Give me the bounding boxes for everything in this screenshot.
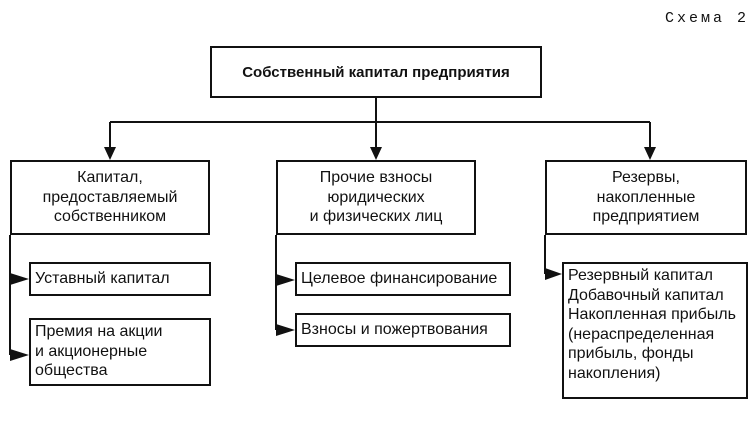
arrow-right-col1-item1 — [10, 273, 29, 285]
leaf-node-label: Взносы и пожертвования — [301, 321, 488, 339]
column-header-label: Прочие взносы юридических и физических л… — [309, 169, 443, 226]
column-header-owner-capital: Капитал, предоставляемый собственником — [10, 160, 210, 235]
arrow-down-col2 — [370, 147, 382, 160]
leaf-node-target-financing: Целевое финансирование — [295, 262, 511, 296]
leaf-node-label: Целевое финансирование — [301, 270, 498, 288]
leaf-node-reserve-capital-list: Резервный капитал Добавочный капитал Нак… — [562, 262, 748, 399]
arrow-right-col2-item1 — [276, 274, 295, 286]
column-header-other-contributions: Прочие взносы юридических и физических л… — [276, 160, 476, 235]
arrow-down-col1 — [104, 147, 116, 160]
leaf-node-label: Резервный капитал Добавочный капитал Нак… — [568, 267, 736, 382]
column-header-reserves: Резервы, накопленные предприятием — [545, 160, 747, 235]
arrow-right-col2-item2 — [276, 324, 295, 336]
leaf-node-donations: Взносы и пожертвования — [295, 313, 511, 347]
leaf-node-share-premium: Премия на акции и акционерные общества — [29, 318, 211, 386]
column-header-label: Капитал, предоставляемый собственником — [42, 169, 178, 226]
leaf-node-label: Уставный капитал — [35, 270, 170, 288]
column-header-label: Резервы, накопленные предприятием — [592, 169, 700, 226]
schema-number-label: Схема 2 — [664, 10, 749, 27]
arrow-right-col1-item2 — [10, 349, 29, 361]
root-node-label: Собственный капитал предприятия — [242, 63, 510, 81]
leaf-node-label: Премия на акции и акционерные общества — [35, 323, 163, 380]
arrow-right-col3-item1 — [545, 268, 562, 280]
root-node: Собственный капитал предприятия — [210, 46, 542, 98]
arrow-down-col3 — [644, 147, 656, 160]
leaf-node-authorized-capital: Уставный капитал — [29, 262, 211, 296]
